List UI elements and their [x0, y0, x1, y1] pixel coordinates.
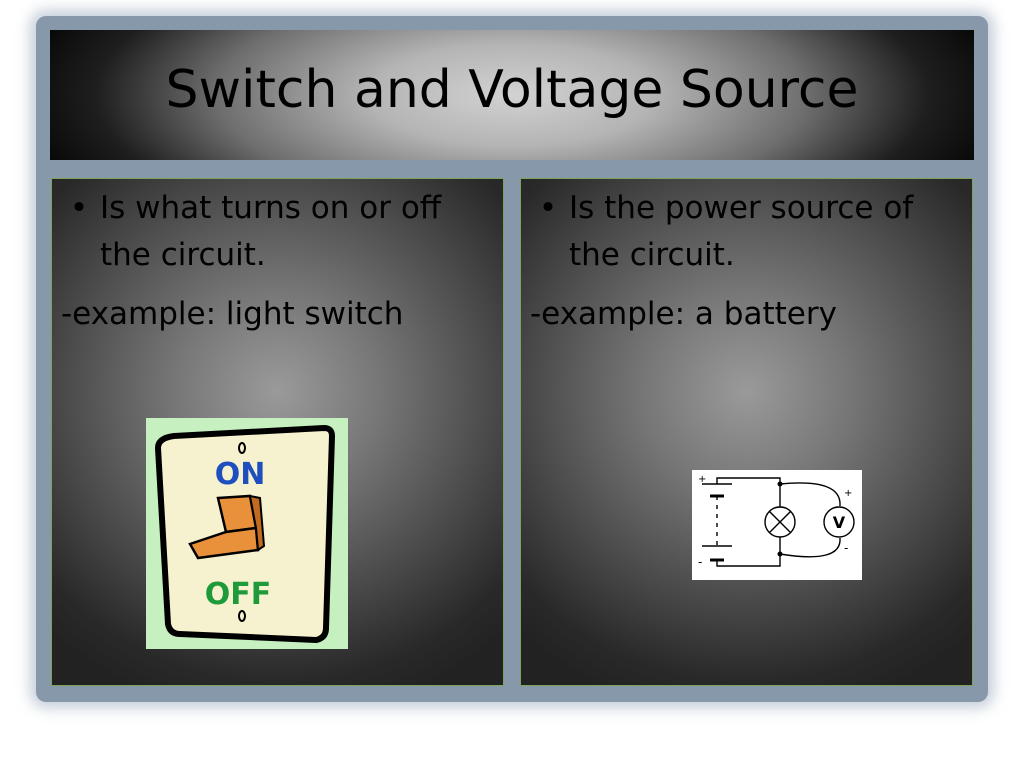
meter-plus-sign: + [844, 488, 852, 499]
voltmeter-label: V [833, 513, 846, 532]
left-bullet-text: Is what turns on or off the circuit. [100, 190, 442, 273]
left-example-text: -example: light switch [61, 296, 404, 332]
meter-wire-bottom [779, 537, 841, 558]
lamp-cross-2 [768, 510, 792, 534]
bottom-screw [238, 610, 246, 622]
toggle-side [248, 494, 266, 552]
junction-dot-bottom [777, 551, 783, 557]
bullet-icon: • [538, 190, 558, 226]
right-bullet-text: Is the power source of the circuit. [569, 190, 914, 273]
bullet-icon: • [69, 190, 89, 226]
switch-off-label: OFF [205, 577, 272, 612]
battery-minus-sign: - [698, 555, 702, 569]
slide-title: Switch and Voltage Source [165, 60, 859, 120]
title-box: Switch and Voltage Source [50, 30, 974, 160]
meter-wire-top [779, 482, 841, 507]
right-example-text: -example: a battery [530, 296, 837, 332]
battery-plus-sign: + [698, 474, 706, 485]
circuit-diagram-icon: V + - + - [692, 470, 862, 580]
light-switch-icon: ON OFF [146, 418, 348, 649]
left-bullet: • Is what turns on or off the circuit. [58, 185, 493, 279]
voltmeter-circle [823, 506, 855, 538]
top-screw [238, 442, 246, 454]
switch-on-label: ON [215, 457, 266, 492]
junction-dot-top [777, 481, 783, 487]
meter-minus-sign: - [844, 541, 848, 555]
right-content-panel: • Is the power source of the circuit. -e… [520, 178, 973, 686]
right-bullet: • Is the power source of the circuit. [527, 185, 962, 279]
